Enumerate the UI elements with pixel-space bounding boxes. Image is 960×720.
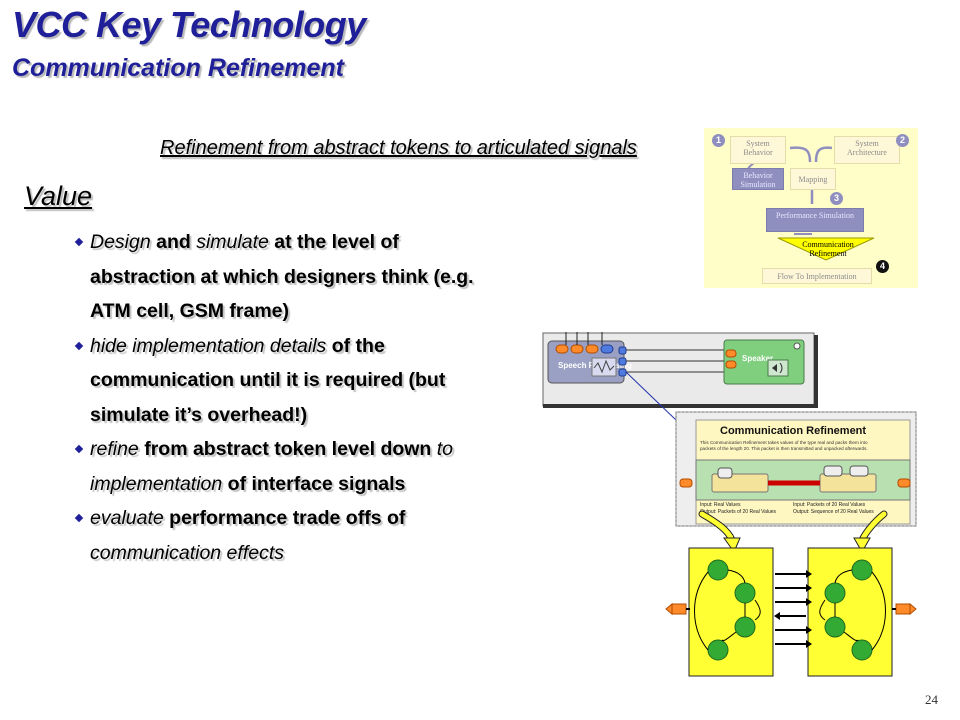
orange-side-ports xyxy=(665,602,917,616)
bullet-text-segment: performance trade offs of xyxy=(163,507,406,529)
bullet-text-segment: refine xyxy=(90,438,139,460)
fsm-right xyxy=(807,547,893,677)
design-flow-thumbnail: System Behavior System Architecture Beha… xyxy=(704,128,918,288)
flow-communication-refinement: Communication Refinement xyxy=(802,240,854,258)
signal-wires xyxy=(625,349,724,421)
speech-processing-label: Speech Processing xyxy=(558,361,632,370)
flow-to-implementation: Flow To Implementation xyxy=(762,268,872,284)
bullet-item: hide implementation details of the commu… xyxy=(74,329,476,433)
module-frame xyxy=(542,332,818,408)
bullet-text-segment: and xyxy=(150,231,197,253)
section-subtitle: Refinement from abstract tokens to artic… xyxy=(160,137,637,159)
value-heading: Value xyxy=(24,181,93,211)
flow-performance-simulation: Performance Simulation xyxy=(766,208,864,232)
communication-refinement-panel: Communication Refinement This Communicat… xyxy=(675,411,917,527)
right-output-label: Output: Sequence of 20 Real Values xyxy=(793,509,874,515)
bullet-text-segment: of the communication until it is require… xyxy=(90,334,446,426)
bullet-text-segment: hide implementation details xyxy=(90,334,327,357)
flow-system-behavior: System Behavior xyxy=(730,136,786,164)
comm-ref-description-1: This Communication Refinement takes valu… xyxy=(700,440,868,445)
bullet-text-segment: at the level of abstraction at which des… xyxy=(90,231,474,322)
bullet-item: refine from abstract token level down to… xyxy=(74,432,476,501)
bullet-text-segment: of interface signals xyxy=(222,472,406,495)
slide-title: VCC Key Technology xyxy=(12,4,366,45)
bullet-marker-icon xyxy=(74,341,84,350)
page-number: 24 xyxy=(925,692,938,707)
step-badge-3: 3 xyxy=(830,192,843,205)
step-badge-2: 2 xyxy=(896,134,909,147)
left-output-label: Output: Packets of 20 Real Values xyxy=(700,509,777,515)
bullet-text-segment: to implementation xyxy=(90,438,454,495)
bullet-text-segment: from abstract token level down xyxy=(138,438,437,460)
flow-mapping: Mapping xyxy=(790,168,836,190)
speech-processing-block: Speech Processing xyxy=(547,332,632,384)
bullet-text-segment: evaluate xyxy=(90,507,164,529)
bullet-marker-icon xyxy=(74,513,84,523)
step-badge-1: 1 xyxy=(712,134,725,147)
speaker-block: Speaker xyxy=(723,339,805,385)
bullet-list: Design and simulate at the level of abst… xyxy=(74,225,476,570)
flow-behavior-simulation: Behavior Simulation xyxy=(732,168,784,190)
refinement-arrows xyxy=(698,510,888,554)
flow-connectors xyxy=(743,146,875,261)
bullet-text-segment: Design xyxy=(90,231,151,253)
bullet-text-segment: communication effects xyxy=(90,541,285,564)
left-input-label: Input: Real Values xyxy=(700,502,741,508)
bullet-item: evaluate performance trade offs of commu… xyxy=(74,501,476,570)
bus-arrows xyxy=(774,570,812,648)
right-input-label: Input: Packets of 20 Real Values xyxy=(793,502,866,508)
bullet-marker-icon xyxy=(74,237,84,247)
fsm-left xyxy=(688,547,774,677)
comm-ref-description-2: packets of the length 20. This packet is… xyxy=(700,446,868,451)
bullet-item: Design and simulate at the level of abst… xyxy=(74,225,476,329)
step-badge-4: 4 xyxy=(876,260,889,273)
bullet-marker-icon xyxy=(74,444,84,454)
bullet-text-segment: simulate xyxy=(196,231,269,253)
slide-subtitle: Communication Refinement xyxy=(12,54,344,82)
flow-system-architecture: System Architecture xyxy=(834,136,900,164)
comm-ref-panel-title: Communication Refinement xyxy=(720,425,866,437)
speaker-label: Speaker xyxy=(742,354,773,363)
